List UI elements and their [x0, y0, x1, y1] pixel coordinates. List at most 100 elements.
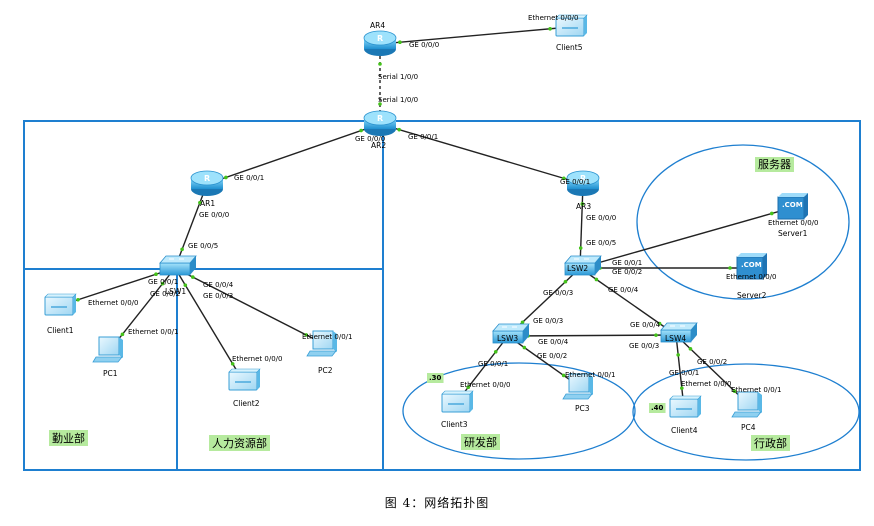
client-icon — [441, 390, 474, 413]
port-dot — [304, 333, 308, 337]
port-label: GE 0/0/4 — [538, 338, 569, 346]
port-dot — [578, 246, 583, 250]
rd-area-ellipse — [402, 362, 636, 460]
port-label: GE 0/0/0 — [199, 211, 229, 219]
server-domain-tag: .COM — [782, 201, 803, 209]
port-label: Serial 1/0/0 — [378, 96, 418, 104]
port-dot — [76, 297, 80, 302]
port-dot — [728, 266, 732, 270]
port-label: GE 0/0/1 — [669, 369, 699, 377]
area-label: 研发部 — [464, 435, 497, 449]
device-label: PC2 — [318, 366, 333, 375]
link-ar1-lsw1 — [174, 183, 208, 269]
port-dot — [562, 176, 566, 181]
port-label: GE 0/0/2 — [150, 290, 180, 298]
device-label: Client1 — [47, 326, 74, 335]
port-label: Ethernet 0/0/0 — [726, 273, 776, 281]
port-label: GE 0/0/1 — [148, 278, 178, 286]
svg-text:R: R — [377, 114, 383, 123]
device-label: PC3 — [575, 404, 590, 413]
port-label: GE 0/0/0 — [586, 214, 616, 222]
link-lsw1-client2 — [174, 267, 244, 382]
company-network-border — [23, 120, 861, 471]
port-dot — [688, 347, 693, 351]
device-label: Client5 — [556, 43, 583, 52]
port-label: GE 0/0/2 — [697, 358, 727, 366]
pc-icon — [731, 391, 762, 418]
port-dot — [378, 62, 382, 66]
port-dot — [230, 362, 235, 366]
area-label-bg — [751, 435, 790, 451]
area-label-bg — [209, 435, 270, 451]
port-label: GE 0/0/1 — [408, 133, 438, 141]
link-lsw1-pc2 — [174, 267, 325, 345]
port-label: GE 0/0/2 — [537, 352, 567, 360]
port-dot — [180, 247, 184, 252]
svg-text:R: R — [580, 174, 586, 183]
port-dot — [520, 320, 525, 325]
server-area-ellipse — [636, 144, 850, 300]
port-label: Ethernet 0/0/0 — [681, 380, 731, 388]
device-label: Client2 — [233, 399, 260, 408]
client-icon — [228, 368, 261, 391]
area-label: 人力资源部 — [212, 436, 267, 450]
server-icon — [736, 253, 767, 280]
device-label: LSW2 — [567, 264, 588, 273]
ip-tag: .40 — [651, 404, 664, 412]
svg-text:R: R — [377, 34, 383, 43]
admin-area-ellipse — [632, 363, 860, 461]
router-icon: R — [566, 170, 600, 196]
port-label: GE 0/0/1 — [478, 360, 508, 368]
port-dot — [154, 272, 158, 277]
port-dot — [466, 385, 471, 390]
switch-icon — [159, 255, 197, 276]
switch-icon — [564, 255, 602, 276]
port-label: GE 0/0/3 — [629, 342, 659, 350]
link-ar2-ar3 — [379, 123, 584, 185]
switch-icon — [660, 322, 698, 343]
server-icon — [777, 193, 808, 220]
port-label: Ethernet 0/0/1 — [302, 333, 352, 341]
device-label: AR2 — [371, 141, 386, 150]
port-label: GE 0/0/4 — [630, 321, 661, 329]
switch-icon — [492, 323, 530, 344]
link-lsw4-pc4 — [675, 334, 750, 406]
port-dot — [580, 202, 585, 206]
port-label: Ethernet 0/0/0 — [88, 299, 138, 307]
device-label: PC1 — [103, 369, 118, 378]
port-label: GE 0/0/2 — [612, 268, 642, 276]
pc-icon — [562, 373, 593, 400]
link-lsw3-lsw4 — [507, 334, 677, 337]
device-label: LSW3 — [497, 334, 518, 343]
area-label: 行政部 — [754, 436, 787, 450]
port-label: Ethernet 0/0/0 — [232, 355, 282, 363]
device-label: Server2 — [737, 291, 767, 300]
port-dot — [676, 353, 680, 357]
port-label: Ethernet 0/0/1 — [731, 386, 781, 394]
port-label: Ethernet 0/0/1 — [128, 328, 178, 336]
area-label: 服务器 — [758, 158, 791, 171]
port-dot — [120, 332, 125, 337]
port-label: GE 0/0/0 — [409, 41, 439, 49]
port-label: GE 0/0/3 — [533, 317, 563, 325]
figure-caption: 图 4：网络拓扑图 — [384, 496, 490, 510]
port-dot — [657, 321, 662, 326]
port-label: GE 0/0/3 — [203, 292, 233, 300]
ip-tag: .30 — [429, 374, 442, 382]
device-label: LSW4 — [665, 334, 686, 343]
pc-icon — [92, 336, 123, 363]
device-label: Client4 — [671, 426, 698, 435]
port-dot — [224, 175, 228, 180]
port-dot — [594, 277, 599, 282]
pc-icon — [306, 330, 337, 357]
port-dot — [732, 389, 737, 393]
port-dot — [198, 200, 202, 205]
device-label: Server1 — [778, 229, 808, 238]
device-label: LSW1 — [165, 287, 186, 296]
port-label: GE 0/0/4 — [608, 286, 639, 294]
router-icon: R — [190, 170, 224, 196]
port-dot — [563, 279, 568, 284]
link-lsw2-lsw4 — [579, 267, 677, 336]
port-label: Ethernet 0/0/0 — [768, 219, 818, 227]
